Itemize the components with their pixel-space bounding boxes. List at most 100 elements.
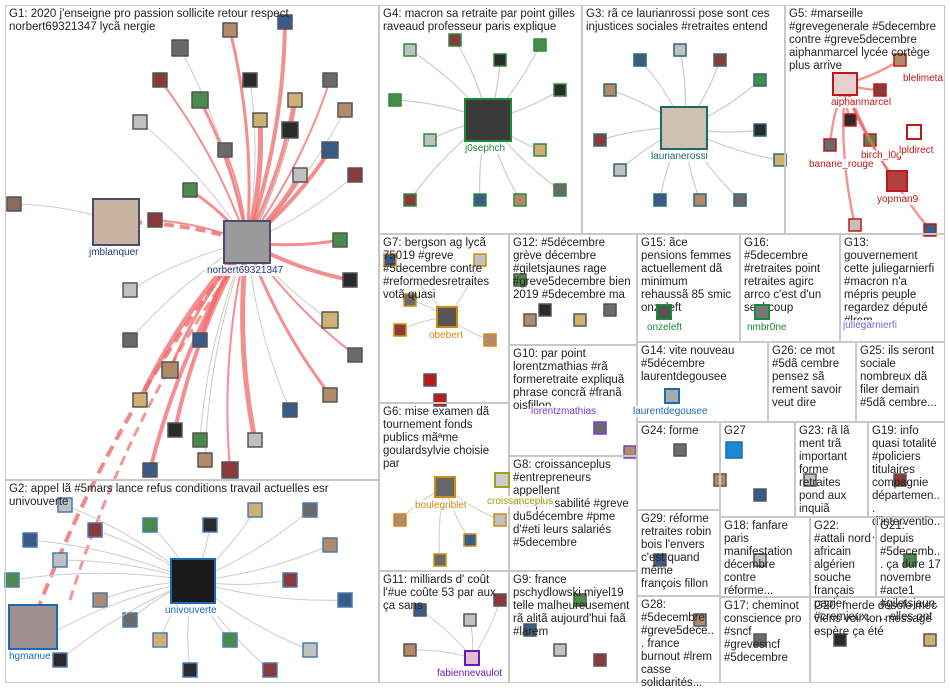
node[interactable] bbox=[191, 91, 209, 109]
node[interactable] bbox=[52, 552, 68, 568]
node[interactable] bbox=[142, 462, 158, 478]
node[interactable] bbox=[197, 452, 213, 468]
node[interactable] bbox=[262, 662, 278, 678]
node[interactable] bbox=[523, 313, 537, 327]
node[interactable] bbox=[753, 73, 767, 87]
avatar-univouverte[interactable] bbox=[170, 558, 216, 604]
node[interactable] bbox=[383, 253, 397, 267]
node[interactable] bbox=[603, 303, 617, 317]
node[interactable] bbox=[122, 332, 138, 348]
node[interactable] bbox=[252, 112, 268, 128]
node[interactable] bbox=[222, 632, 238, 648]
node[interactable] bbox=[277, 14, 293, 30]
node[interactable] bbox=[6, 196, 22, 212]
node[interactable] bbox=[22, 532, 38, 548]
node[interactable] bbox=[347, 167, 363, 183]
node[interactable] bbox=[321, 311, 339, 329]
node[interactable] bbox=[281, 121, 299, 139]
node[interactable] bbox=[152, 632, 168, 648]
node[interactable] bbox=[132, 392, 148, 408]
node[interactable] bbox=[192, 432, 208, 448]
avatar-jmblanquer[interactable] bbox=[92, 198, 140, 246]
node[interactable] bbox=[433, 553, 447, 567]
node[interactable] bbox=[923, 633, 937, 647]
node[interactable] bbox=[593, 421, 607, 435]
node[interactable] bbox=[753, 633, 767, 647]
node[interactable] bbox=[347, 347, 363, 363]
node[interactable] bbox=[753, 488, 767, 502]
node[interactable] bbox=[753, 123, 767, 137]
node[interactable] bbox=[322, 72, 338, 88]
node[interactable] bbox=[513, 193, 527, 207]
node[interactable] bbox=[633, 53, 647, 67]
node[interactable] bbox=[533, 143, 547, 157]
node[interactable] bbox=[493, 53, 507, 67]
node[interactable] bbox=[833, 633, 847, 647]
avatar-nmbr0ne[interactable] bbox=[754, 304, 770, 320]
node[interactable] bbox=[673, 43, 687, 57]
node[interactable] bbox=[302, 642, 318, 658]
avatar-laurentdegousee[interactable] bbox=[664, 388, 680, 404]
node[interactable] bbox=[202, 517, 218, 533]
node[interactable] bbox=[903, 553, 917, 567]
avatar-hgmanue[interactable] bbox=[8, 604, 58, 650]
node[interactable] bbox=[217, 142, 233, 158]
node[interactable] bbox=[733, 193, 747, 207]
node[interactable] bbox=[92, 592, 108, 608]
node[interactable] bbox=[132, 114, 148, 130]
node[interactable] bbox=[122, 612, 138, 628]
node[interactable] bbox=[403, 643, 417, 657]
node[interactable] bbox=[423, 373, 437, 387]
node[interactable] bbox=[823, 138, 837, 152]
node[interactable] bbox=[192, 332, 208, 348]
node[interactable] bbox=[247, 432, 263, 448]
avatar-lpldirect[interactable] bbox=[906, 124, 922, 140]
node[interactable] bbox=[423, 133, 437, 147]
node[interactable] bbox=[147, 212, 163, 228]
node[interactable] bbox=[182, 182, 198, 198]
node[interactable] bbox=[673, 443, 687, 457]
avatar-laurianerossi[interactable] bbox=[660, 106, 708, 150]
node[interactable] bbox=[613, 163, 627, 177]
avatar-aiphanmarcel[interactable] bbox=[832, 72, 858, 96]
node[interactable] bbox=[593, 133, 607, 147]
node[interactable] bbox=[182, 662, 198, 678]
node[interactable] bbox=[282, 402, 298, 418]
node[interactable] bbox=[321, 141, 339, 159]
node[interactable] bbox=[403, 43, 417, 57]
node[interactable] bbox=[242, 72, 258, 88]
node[interactable] bbox=[393, 323, 407, 337]
node[interactable] bbox=[693, 193, 707, 207]
node[interactable] bbox=[332, 232, 348, 248]
node[interactable] bbox=[292, 167, 308, 183]
node[interactable] bbox=[553, 83, 567, 97]
avatar-onzeleft[interactable] bbox=[656, 304, 672, 320]
node[interactable] bbox=[693, 613, 707, 627]
node[interactable] bbox=[403, 193, 417, 207]
node[interactable] bbox=[171, 39, 189, 57]
node[interactable] bbox=[725, 441, 743, 459]
avatar-norbert69321347[interactable] bbox=[223, 220, 271, 264]
node[interactable] bbox=[493, 593, 507, 607]
node[interactable] bbox=[161, 361, 179, 379]
node[interactable] bbox=[337, 592, 353, 608]
node[interactable] bbox=[473, 193, 487, 207]
node[interactable] bbox=[337, 102, 353, 118]
node[interactable] bbox=[57, 497, 73, 513]
node[interactable] bbox=[553, 183, 567, 197]
node[interactable] bbox=[448, 33, 462, 47]
avatar-yopman9[interactable] bbox=[886, 170, 908, 192]
node[interactable] bbox=[222, 22, 238, 38]
node[interactable] bbox=[247, 502, 263, 518]
node[interactable] bbox=[287, 92, 303, 108]
node[interactable] bbox=[803, 473, 817, 487]
node[interactable] bbox=[122, 282, 138, 298]
node[interactable] bbox=[388, 93, 402, 107]
avatar-fabiennevaulot[interactable] bbox=[464, 650, 480, 666]
node[interactable] bbox=[463, 613, 477, 627]
node[interactable] bbox=[573, 313, 587, 327]
node[interactable] bbox=[483, 333, 497, 347]
node[interactable] bbox=[142, 517, 158, 533]
node[interactable] bbox=[473, 253, 487, 267]
node[interactable] bbox=[463, 533, 477, 547]
